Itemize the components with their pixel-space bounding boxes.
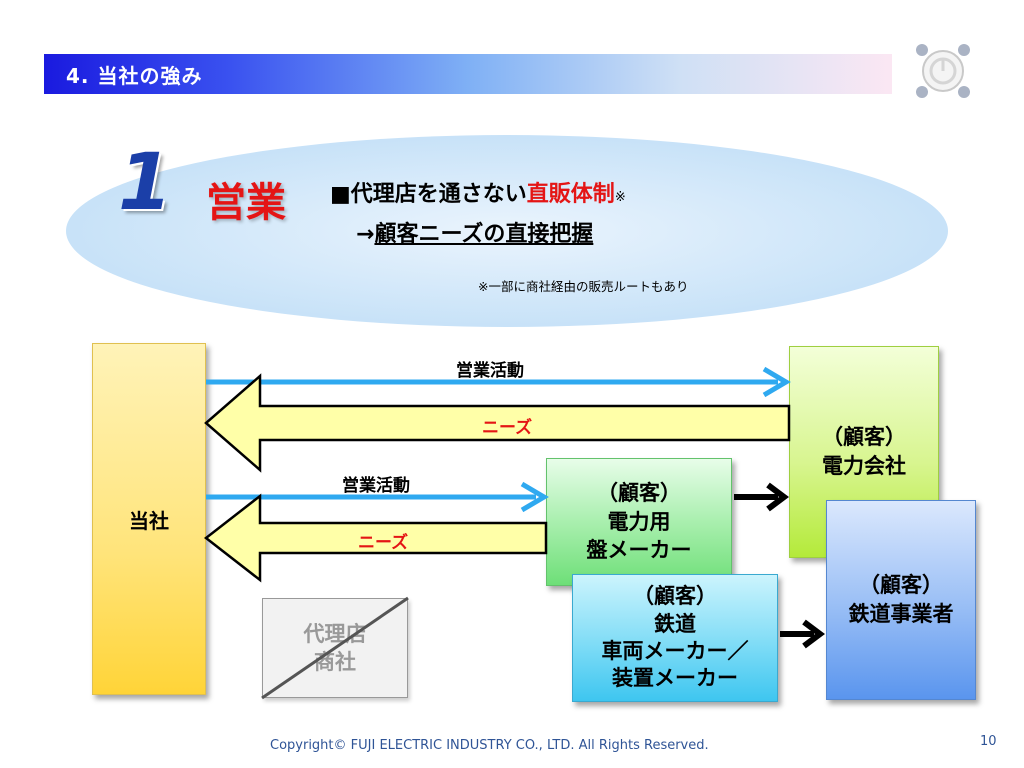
customer-panel-tag: （顧客）	[597, 481, 681, 506]
customer-rail-maker-name-3: 装置メーカー	[612, 666, 738, 691]
header-bar	[44, 54, 892, 94]
strength-number: 1	[118, 138, 173, 228]
customer-rail-maker-name-1: 鉄道	[654, 611, 696, 636]
customer-power-name: 電力会社	[822, 454, 906, 478]
strength-label: 営業	[206, 180, 286, 226]
direct-sales-prefix: ■代理店を通さない	[330, 182, 527, 207]
customer-rail-operator-tag: （顧客）	[859, 572, 943, 597]
railmaker-to-operator-arrow	[780, 619, 825, 649]
company-box: 当社	[92, 343, 206, 695]
right-arrow-glyph: →	[356, 222, 375, 247]
strength-line2: →顧客ニーズの直接把握	[356, 216, 593, 248]
needs-label-1: ニーズ	[482, 418, 533, 438]
customer-panel-maker-box: （顧客） 電力用 盤メーカー	[546, 458, 732, 586]
note-mark: ※	[614, 190, 626, 205]
panel-to-power-arrow	[734, 482, 789, 512]
strength-ellipse	[66, 135, 948, 327]
needs-arrow-2	[203, 493, 548, 583]
customer-power-company-box: （顧客） 電力会社	[789, 346, 939, 558]
direct-sales-highlight: 直販体制	[526, 182, 615, 207]
agent-strike-line	[261, 596, 409, 700]
footnote: ※一部に商社経由の販売ルートもあり	[478, 279, 689, 294]
customer-rail-maker-box: （顧客） 鉄道 車両メーカー／ 装置メーカー	[572, 574, 778, 702]
customer-rail-operator-name: 鉄道事業者	[848, 602, 954, 626]
company-logo-icon	[912, 40, 974, 102]
needs-label-2: ニーズ	[358, 533, 409, 553]
needs-arrow-1	[204, 373, 791, 473]
sales-activity-label-2: 営業活動	[342, 476, 410, 496]
customer-power-tag: （顧客）	[822, 424, 906, 449]
customer-panel-name-1: 電力用	[607, 509, 671, 534]
page-number: 10	[980, 734, 997, 749]
trading-company-label: 商社	[314, 650, 356, 674]
customer-railway-operator-box: （顧客） 鉄道事業者	[826, 500, 976, 700]
company-label: 当社	[129, 508, 169, 533]
page-title: 4. 当社の強み	[66, 64, 203, 88]
sales-activity-label-1: 営業活動	[456, 361, 524, 381]
strength-line1: ■代理店を通さない直販体制※	[330, 176, 626, 208]
customer-panel-name-2: 盤メーカー	[586, 538, 692, 563]
customer-needs-text: 顧客ニーズの直接把握	[374, 222, 594, 247]
customer-rail-maker-name-2: 車両メーカー／	[601, 639, 749, 663]
copyright-text: Copyright© FUJI ELECTRIC INDUSTRY CO., L…	[270, 738, 709, 753]
customer-rail-maker-tag: （顧客）	[633, 584, 717, 609]
sales-arrow-1	[206, 366, 791, 398]
